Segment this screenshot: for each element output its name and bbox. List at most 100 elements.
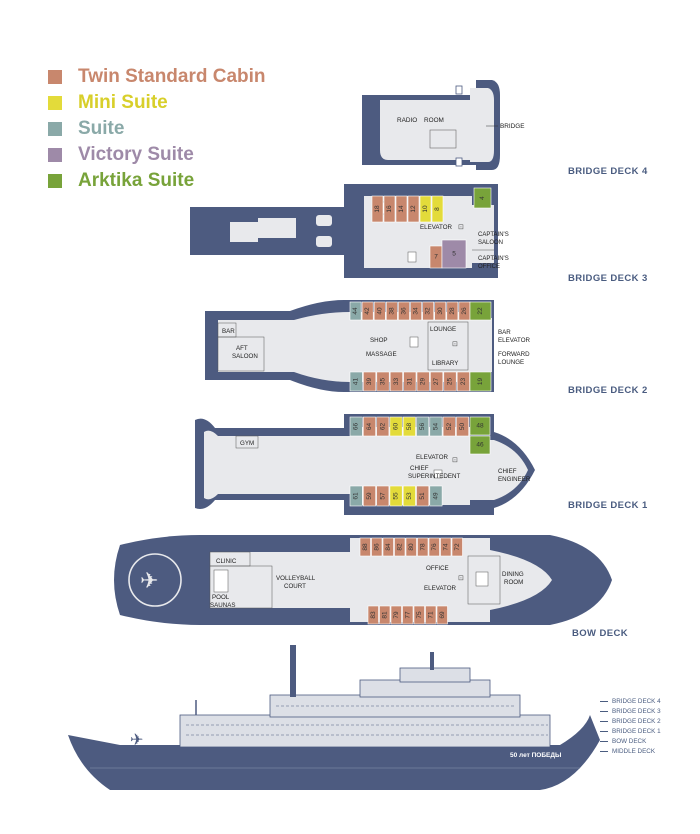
cabin-number-61: 61 bbox=[353, 492, 360, 500]
cabin-number-72: 72 bbox=[454, 543, 461, 551]
room-label-elevator-d3: ELEVATOR bbox=[420, 224, 453, 231]
room-label-elevator-bow: ELEVATOR bbox=[424, 585, 457, 592]
side-label-middle: MIDDLE DECK bbox=[600, 748, 655, 755]
chief-superintendent-line1: CHIEF bbox=[410, 465, 429, 472]
room-label-office: OFFICE bbox=[426, 565, 449, 572]
cabin-88 bbox=[359, 537, 371, 557]
cabin-34 bbox=[410, 301, 422, 321]
cabin-number-81: 81 bbox=[381, 611, 388, 619]
cabin-number-42: 42 bbox=[364, 307, 371, 315]
cabin-81 bbox=[379, 605, 391, 625]
captains-saloon-line2: SALOON bbox=[478, 240, 503, 246]
cabin-number-58: 58 bbox=[406, 423, 413, 431]
side-label-bridge3: BRIDGE DECK 3 bbox=[600, 708, 661, 715]
cabin-number-40: 40 bbox=[376, 307, 383, 315]
legend-item-twin: Twin Standard Cabin bbox=[48, 64, 266, 90]
cabin-number-22: 22 bbox=[477, 307, 484, 315]
cabins-bridge2-fwd-bottom: 19 bbox=[469, 371, 492, 392]
forward-lounge-line1: FORWARD bbox=[498, 351, 530, 358]
room-label-lounge: LOUNGE bbox=[430, 326, 456, 333]
ship-superstructure-1 bbox=[179, 714, 551, 748]
side-helicopter-icon: ✈ bbox=[130, 732, 143, 749]
cabin-number-71: 71 bbox=[427, 611, 434, 619]
cabin-14 bbox=[395, 195, 408, 223]
chief-engineer-line2: ENGINEER bbox=[498, 476, 531, 483]
cabin-58 bbox=[402, 416, 416, 437]
cabin-number-52: 52 bbox=[446, 423, 453, 431]
elevator-icon-bow: ⊡ bbox=[458, 575, 464, 582]
room-label-shop: SHOP bbox=[370, 337, 388, 344]
cabin-number-14: 14 bbox=[398, 205, 405, 213]
deck4-wing-notch-top bbox=[455, 85, 463, 95]
cabin-80 bbox=[405, 537, 417, 557]
bar-elevator-line1: BAR bbox=[498, 329, 511, 336]
ship-hull-side bbox=[68, 715, 600, 790]
deck-title-bridge2: BRIDGE DECK 2 bbox=[568, 385, 648, 396]
cabin-number-35: 35 bbox=[380, 378, 387, 386]
cabin-79 bbox=[390, 605, 402, 625]
cabin-number-51: 51 bbox=[419, 492, 426, 500]
legend-label-arktika: Arktika Suite bbox=[78, 170, 195, 191]
cabin-number-33: 33 bbox=[393, 378, 400, 386]
cabin-41 bbox=[349, 371, 363, 392]
cabin-number-4: 4 bbox=[479, 196, 486, 200]
cabin-29 bbox=[416, 371, 430, 392]
cabin-number-16: 16 bbox=[386, 205, 393, 213]
legend: Twin Standard Cabin Mini Suite Suite Vic… bbox=[48, 64, 266, 194]
cabin-number-32: 32 bbox=[425, 307, 432, 315]
cabin-60 bbox=[389, 416, 403, 437]
deck3-hatch-1 bbox=[316, 215, 332, 226]
room-label-radio: RADIO bbox=[397, 117, 417, 124]
cabin-number-64: 64 bbox=[366, 423, 373, 431]
cabins-bridge3-fwd: 4 bbox=[473, 187, 492, 209]
cabin-38 bbox=[385, 301, 398, 321]
cabin-number-49: 49 bbox=[432, 492, 439, 500]
cabin-12 bbox=[407, 195, 420, 223]
dining-line1: DINING bbox=[502, 571, 524, 578]
deck4-floor bbox=[380, 100, 470, 160]
deck1-gym-box bbox=[235, 435, 259, 449]
cabin-72 bbox=[451, 537, 463, 557]
cabin-62 bbox=[376, 416, 390, 437]
cabin-77 bbox=[402, 605, 414, 625]
cabin-number-86: 86 bbox=[373, 543, 380, 551]
cabin-number-5: 5 bbox=[452, 251, 456, 258]
helipad-deck3 bbox=[230, 215, 332, 247]
cabin-number-39: 39 bbox=[366, 378, 373, 386]
cabin-number-48: 48 bbox=[476, 423, 484, 430]
cabin-8 bbox=[431, 195, 444, 223]
cabin-76 bbox=[428, 537, 440, 557]
legend-swatch-victory bbox=[48, 148, 62, 162]
cabin-number-82: 82 bbox=[396, 543, 403, 551]
deck2-fwd-floor bbox=[470, 318, 492, 372]
deck3-hatch-2 bbox=[316, 236, 332, 247]
cabin-10 bbox=[419, 195, 432, 223]
bow-stair bbox=[475, 571, 489, 587]
deck3-fwd-floor bbox=[472, 205, 494, 263]
cabin-number-7: 7 bbox=[434, 254, 438, 261]
side-label-bridge2: BRIDGE DECK 2 bbox=[600, 718, 661, 725]
cabin-39 bbox=[363, 371, 377, 392]
cabin-number-26: 26 bbox=[461, 307, 468, 315]
cabin-71 bbox=[425, 605, 437, 625]
cabin-32 bbox=[422, 301, 435, 321]
deck1-stair bbox=[433, 469, 443, 479]
cabin-number-41: 41 bbox=[353, 378, 360, 386]
legend-swatch-suite bbox=[48, 122, 62, 136]
cabin-54 bbox=[429, 416, 443, 437]
cabin-19 bbox=[469, 371, 492, 392]
cabin-number-79: 79 bbox=[393, 611, 400, 619]
cabin-61 bbox=[349, 485, 363, 507]
cabin-35 bbox=[376, 371, 390, 392]
cabin-55 bbox=[389, 485, 403, 507]
cabin-number-8: 8 bbox=[434, 207, 441, 211]
forward-lounge-line2: LOUNGE bbox=[498, 359, 524, 366]
